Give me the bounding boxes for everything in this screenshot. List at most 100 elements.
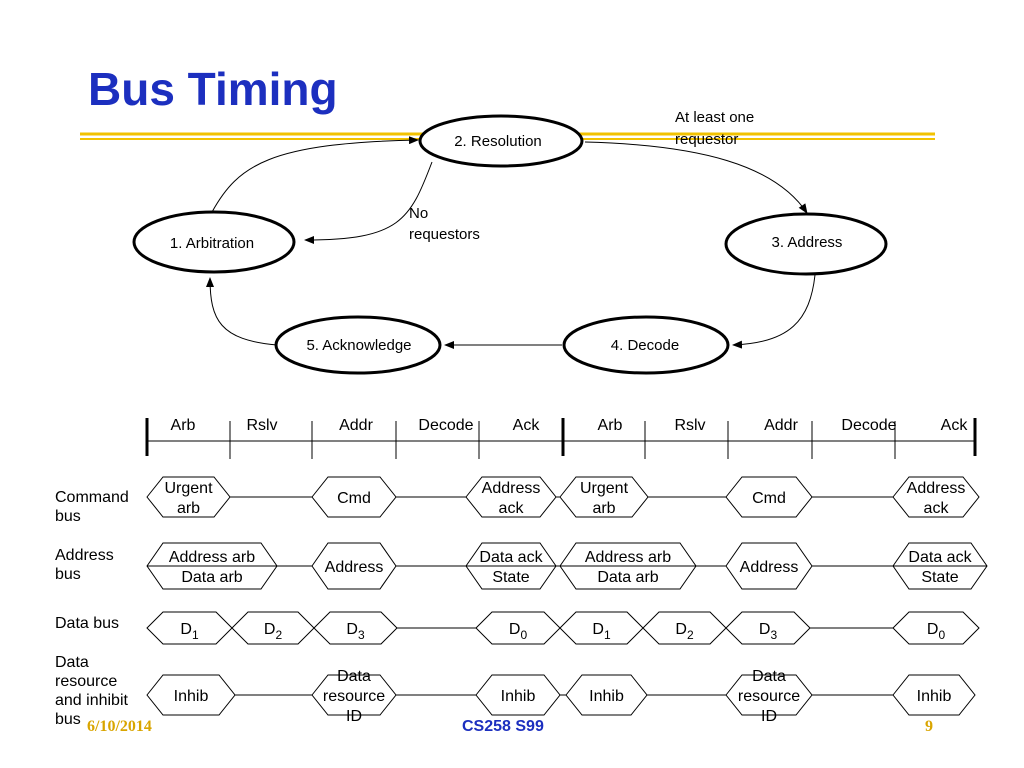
phase-label: Rslv [246, 417, 277, 434]
state-resolution: 2. Resolution [418, 114, 584, 168]
phase-label: Ack [513, 417, 541, 434]
state-acknowledge: 5. Acknowledge [274, 315, 442, 375]
bus-cell-shape [146, 476, 231, 518]
bus-cell-label: resource [323, 688, 385, 705]
row-label: Data [55, 654, 89, 671]
bus-cell: Inhib [475, 674, 561, 716]
footer-page-number: 9 [925, 718, 933, 735]
bus-cell-label: Cmd [752, 490, 786, 507]
bus-cell-shape [146, 674, 236, 716]
phase-ticks [229, 421, 896, 459]
bus-cell-label: Address [482, 480, 541, 497]
bus-cell: D2 [642, 611, 727, 645]
bus-cell-label: Data ack [908, 549, 972, 566]
bus-cell-label: State [492, 569, 529, 586]
row-label: bus [55, 566, 81, 583]
bus-cell: Inhib [565, 674, 648, 716]
row-label: and inhibit [55, 692, 129, 709]
bus-cell-shape [725, 674, 813, 716]
row-label: Data bus [55, 615, 119, 632]
bus-cell: Cmd [311, 476, 397, 518]
bus-cell-label: D0 [927, 621, 946, 642]
phase-label: Decode [418, 417, 473, 434]
bus-cell-label: Address arb [585, 549, 671, 566]
state-label: 4. Decode [611, 337, 679, 354]
bus-cell-label: ID [346, 708, 362, 725]
bus-cell: D0 [892, 611, 980, 645]
annotation-no-requestors-line1: No [409, 205, 428, 222]
bus-cell-label: D2 [675, 621, 694, 642]
arrow-acknowledge-to-arbitration [206, 277, 278, 346]
bus-cell-shape [475, 674, 561, 716]
bus-cell-label: Address arb [169, 549, 255, 566]
row-label: Address [55, 547, 114, 564]
bus-cell-label: State [921, 569, 958, 586]
annotation-at-least-one-line1: At least one [675, 109, 754, 126]
bus-cell-label: Data [752, 668, 786, 685]
bus-cell-label: Address [907, 480, 966, 497]
state-arbitration: 1. Arbitration [132, 210, 296, 274]
bus-cell-label: ack [924, 500, 950, 517]
phase-label: Arb [598, 417, 623, 434]
row-label: bus [55, 508, 81, 525]
bus-cell-label: Data [337, 668, 371, 685]
bus-cell: Inhib [146, 674, 236, 716]
phase-label: Addr [764, 417, 798, 434]
bus-cell: Address ack [892, 476, 980, 518]
bus-cell: D1 [146, 611, 233, 645]
bus-cell-shape [892, 611, 980, 645]
state-label: 1. Arbitration [170, 235, 254, 252]
state-decode: 4. Decode [562, 315, 730, 375]
annotation-at-least-one-line2: requestor [675, 131, 738, 148]
bus-cell-shape [565, 674, 648, 716]
bus-cell-label: D0 [509, 621, 528, 642]
footer-course: CS258 S99 [462, 718, 544, 735]
phase-label: Rslv [674, 417, 705, 434]
bus-cell-label: Data arb [181, 569, 242, 586]
bus-cell-shape [313, 611, 398, 645]
bus-cell: D0 [475, 611, 561, 645]
bus-cell-label: resource [738, 688, 800, 705]
phase-label: Decode [841, 417, 896, 434]
bus-cell-label: ID [761, 708, 777, 725]
bus-cell: D3 [725, 611, 811, 645]
bus-cell-label: Cmd [337, 490, 371, 507]
row-label: Command [55, 489, 129, 506]
bus-cell-label: D3 [759, 621, 778, 642]
state-label: 5. Acknowledge [306, 337, 411, 354]
arrow-address-to-decode [732, 274, 816, 349]
bus-cell-shape [892, 476, 980, 518]
bus-cell-label: Inhib [174, 688, 209, 705]
bus-cell-shape [725, 542, 813, 590]
row-label: resource [55, 673, 117, 690]
bus-cell-label: Urgent [164, 480, 213, 497]
bus-cell-label: Inhib [589, 688, 624, 705]
arrow-arbitration-to-resolution [211, 136, 419, 213]
bus-cell-label: Address [325, 559, 384, 576]
bus-cell-label: ack [499, 500, 525, 517]
bus-cell-label: D1 [592, 621, 611, 642]
phase-label: Addr [339, 417, 373, 434]
arrow-resolution-to-arbitration [304, 161, 433, 244]
bus-cell: Inhib [892, 674, 976, 716]
bus-cell-shape [559, 476, 649, 518]
bus-cell-label: D2 [264, 621, 283, 642]
annotation-no-requestors-line2: requestors [409, 226, 480, 243]
bus-cell-shape [725, 476, 813, 518]
timing-rows: UrgentarbCmdAddressackUrgentarbCmdAddres… [146, 476, 988, 725]
phase-label: Ack [941, 417, 969, 434]
bus-cell: Address [311, 542, 397, 590]
